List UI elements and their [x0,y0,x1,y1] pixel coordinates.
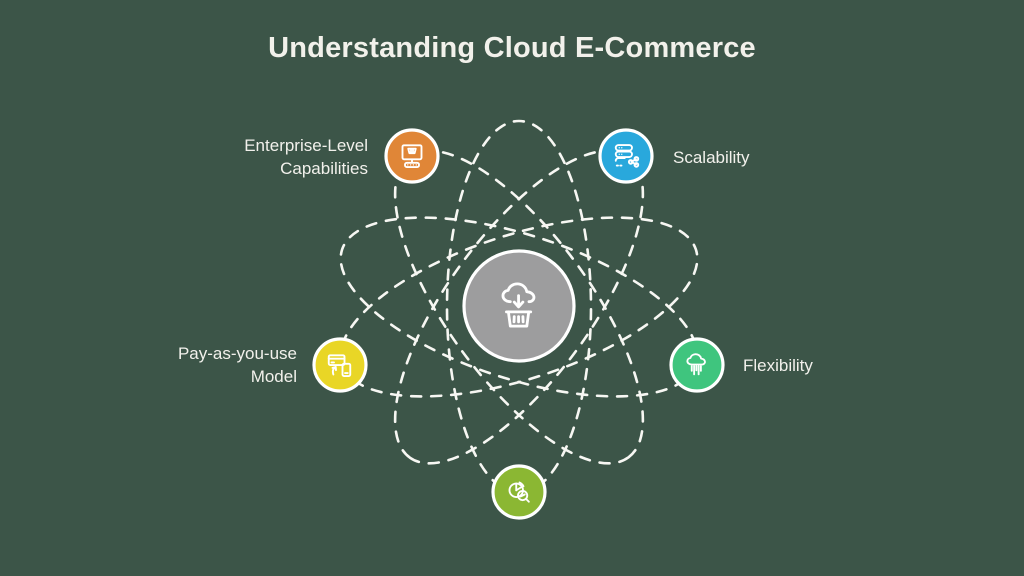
center-node [462,249,576,363]
page-title: Understanding Cloud E-Commerce [268,32,756,64]
label-pay-as-you-use-model: Pay-as-you-use Model [177,344,297,386]
label-enterprise-level-capabilities: Enterprise-Level Capabilities [244,136,368,178]
node-enterprise-circle [384,128,440,184]
desktop-cart-icon [401,144,423,168]
node-scalability-circle [598,128,654,184]
node-analytics [491,464,547,520]
server-stack-share-icon [614,144,640,168]
cloud-download-basket-icon [501,282,536,328]
label-flexibility: Flexibility [743,356,813,375]
node-scalability [598,128,654,184]
cloud-network-icon [686,353,706,376]
node-flexibility [669,337,725,393]
card-device-sync-icon [327,354,352,377]
node-enterprise [384,128,440,184]
node-pay-as-you-use [312,337,368,393]
label-scalability: Scalability [673,148,750,167]
pie-chart-magnifier-icon [508,481,530,503]
